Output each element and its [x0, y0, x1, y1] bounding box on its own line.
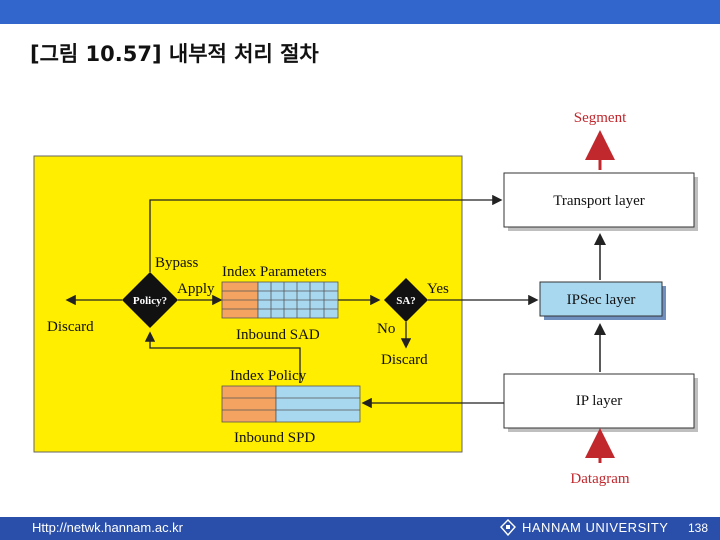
- inbound-spd-label: Inbound SPD: [234, 430, 315, 446]
- university-logo-icon: [500, 519, 516, 536]
- policy-label: Policy?: [133, 295, 167, 307]
- transport-layer-box: [503, 172, 695, 228]
- apply-label: Apply: [177, 281, 215, 297]
- transport-layer-label: Transport layer: [553, 193, 645, 209]
- inbound-sad-table: [221, 281, 339, 319]
- sa-label: SA?: [396, 295, 416, 307]
- segment-label: Segment: [574, 110, 627, 126]
- arrow-spd-to-policy: [144, 331, 301, 382]
- ip-layer-label: IP layer: [576, 393, 623, 409]
- inbound-spd-table: [221, 385, 361, 423]
- ipsec-layer-box: [539, 281, 663, 317]
- footer-university: HANNAM UNIVERSITY: [522, 520, 669, 535]
- header-bar: [0, 0, 720, 24]
- page-number: 138: [688, 521, 709, 535]
- ipsec-layer-label: IPSec layer: [567, 292, 636, 308]
- no-label: No: [377, 321, 395, 337]
- footer-bar: [0, 517, 720, 540]
- policy-decision: [122, 272, 178, 328]
- discard-left-label: Discard: [47, 319, 94, 335]
- index-parameters-label: Index Parameters: [222, 264, 327, 280]
- discard-right-label: Discard: [381, 352, 428, 368]
- datagram-label: Datagram: [570, 471, 629, 487]
- inbound-sad-label: Inbound SAD: [236, 327, 320, 343]
- yes-label: Yes: [427, 281, 449, 297]
- bypass-arrow: [149, 194, 503, 272]
- ip-layer-box: [503, 373, 695, 429]
- slide-title: [그림 10.57] 내부적 처리 절차: [30, 42, 319, 66]
- sa-decision: [384, 278, 428, 322]
- bypass-label: Bypass: [155, 255, 199, 271]
- footer-url: Http://netwk.hannam.ac.kr: [32, 520, 184, 535]
- index-policy-label: Index Policy: [230, 368, 307, 384]
